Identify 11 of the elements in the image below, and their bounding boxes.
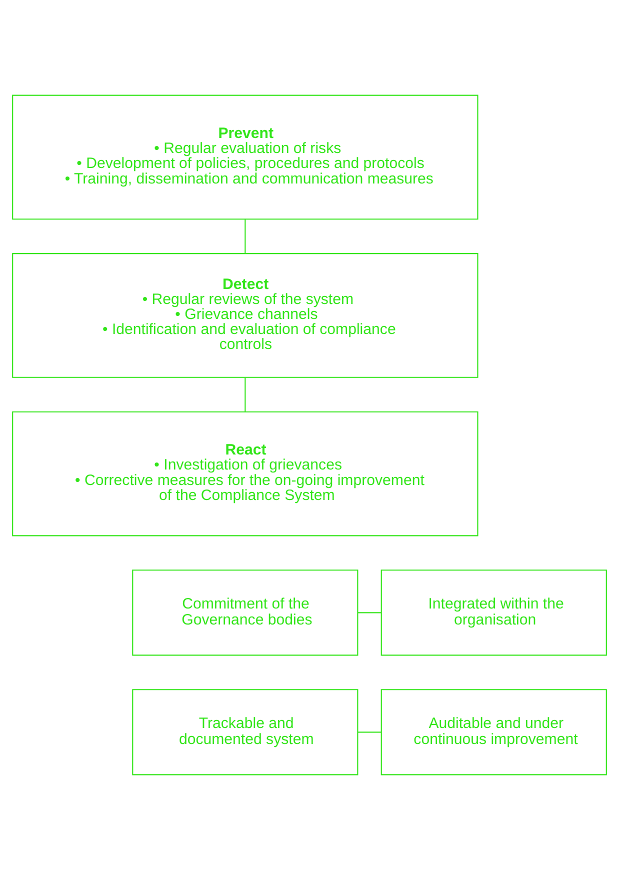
node-box: Integrated within the organisation (380, 570, 607, 656)
connector (358, 732, 382, 733)
node-box: Auditable and under continuous improvement (380, 689, 607, 776)
node-box: Trackable and documented system (132, 689, 358, 776)
connector (244, 378, 246, 412)
node-box: React • Investigation of grievances • Corrective measures for the on-going improvement of the Compliance System (12, 411, 478, 536)
connector (244, 220, 246, 254)
node-box: Detect • Regular reviews of the system • Grievance channels • Identification and evaluation of compliance controls (12, 253, 478, 378)
node-box: Commitment of the Governance bodies (132, 570, 358, 656)
connector (358, 612, 382, 614)
node-box: Prevent • Regular evaluation of risks • Development of policies, procedures and protocols • Training, dissemination and communication measures (12, 94, 478, 220)
